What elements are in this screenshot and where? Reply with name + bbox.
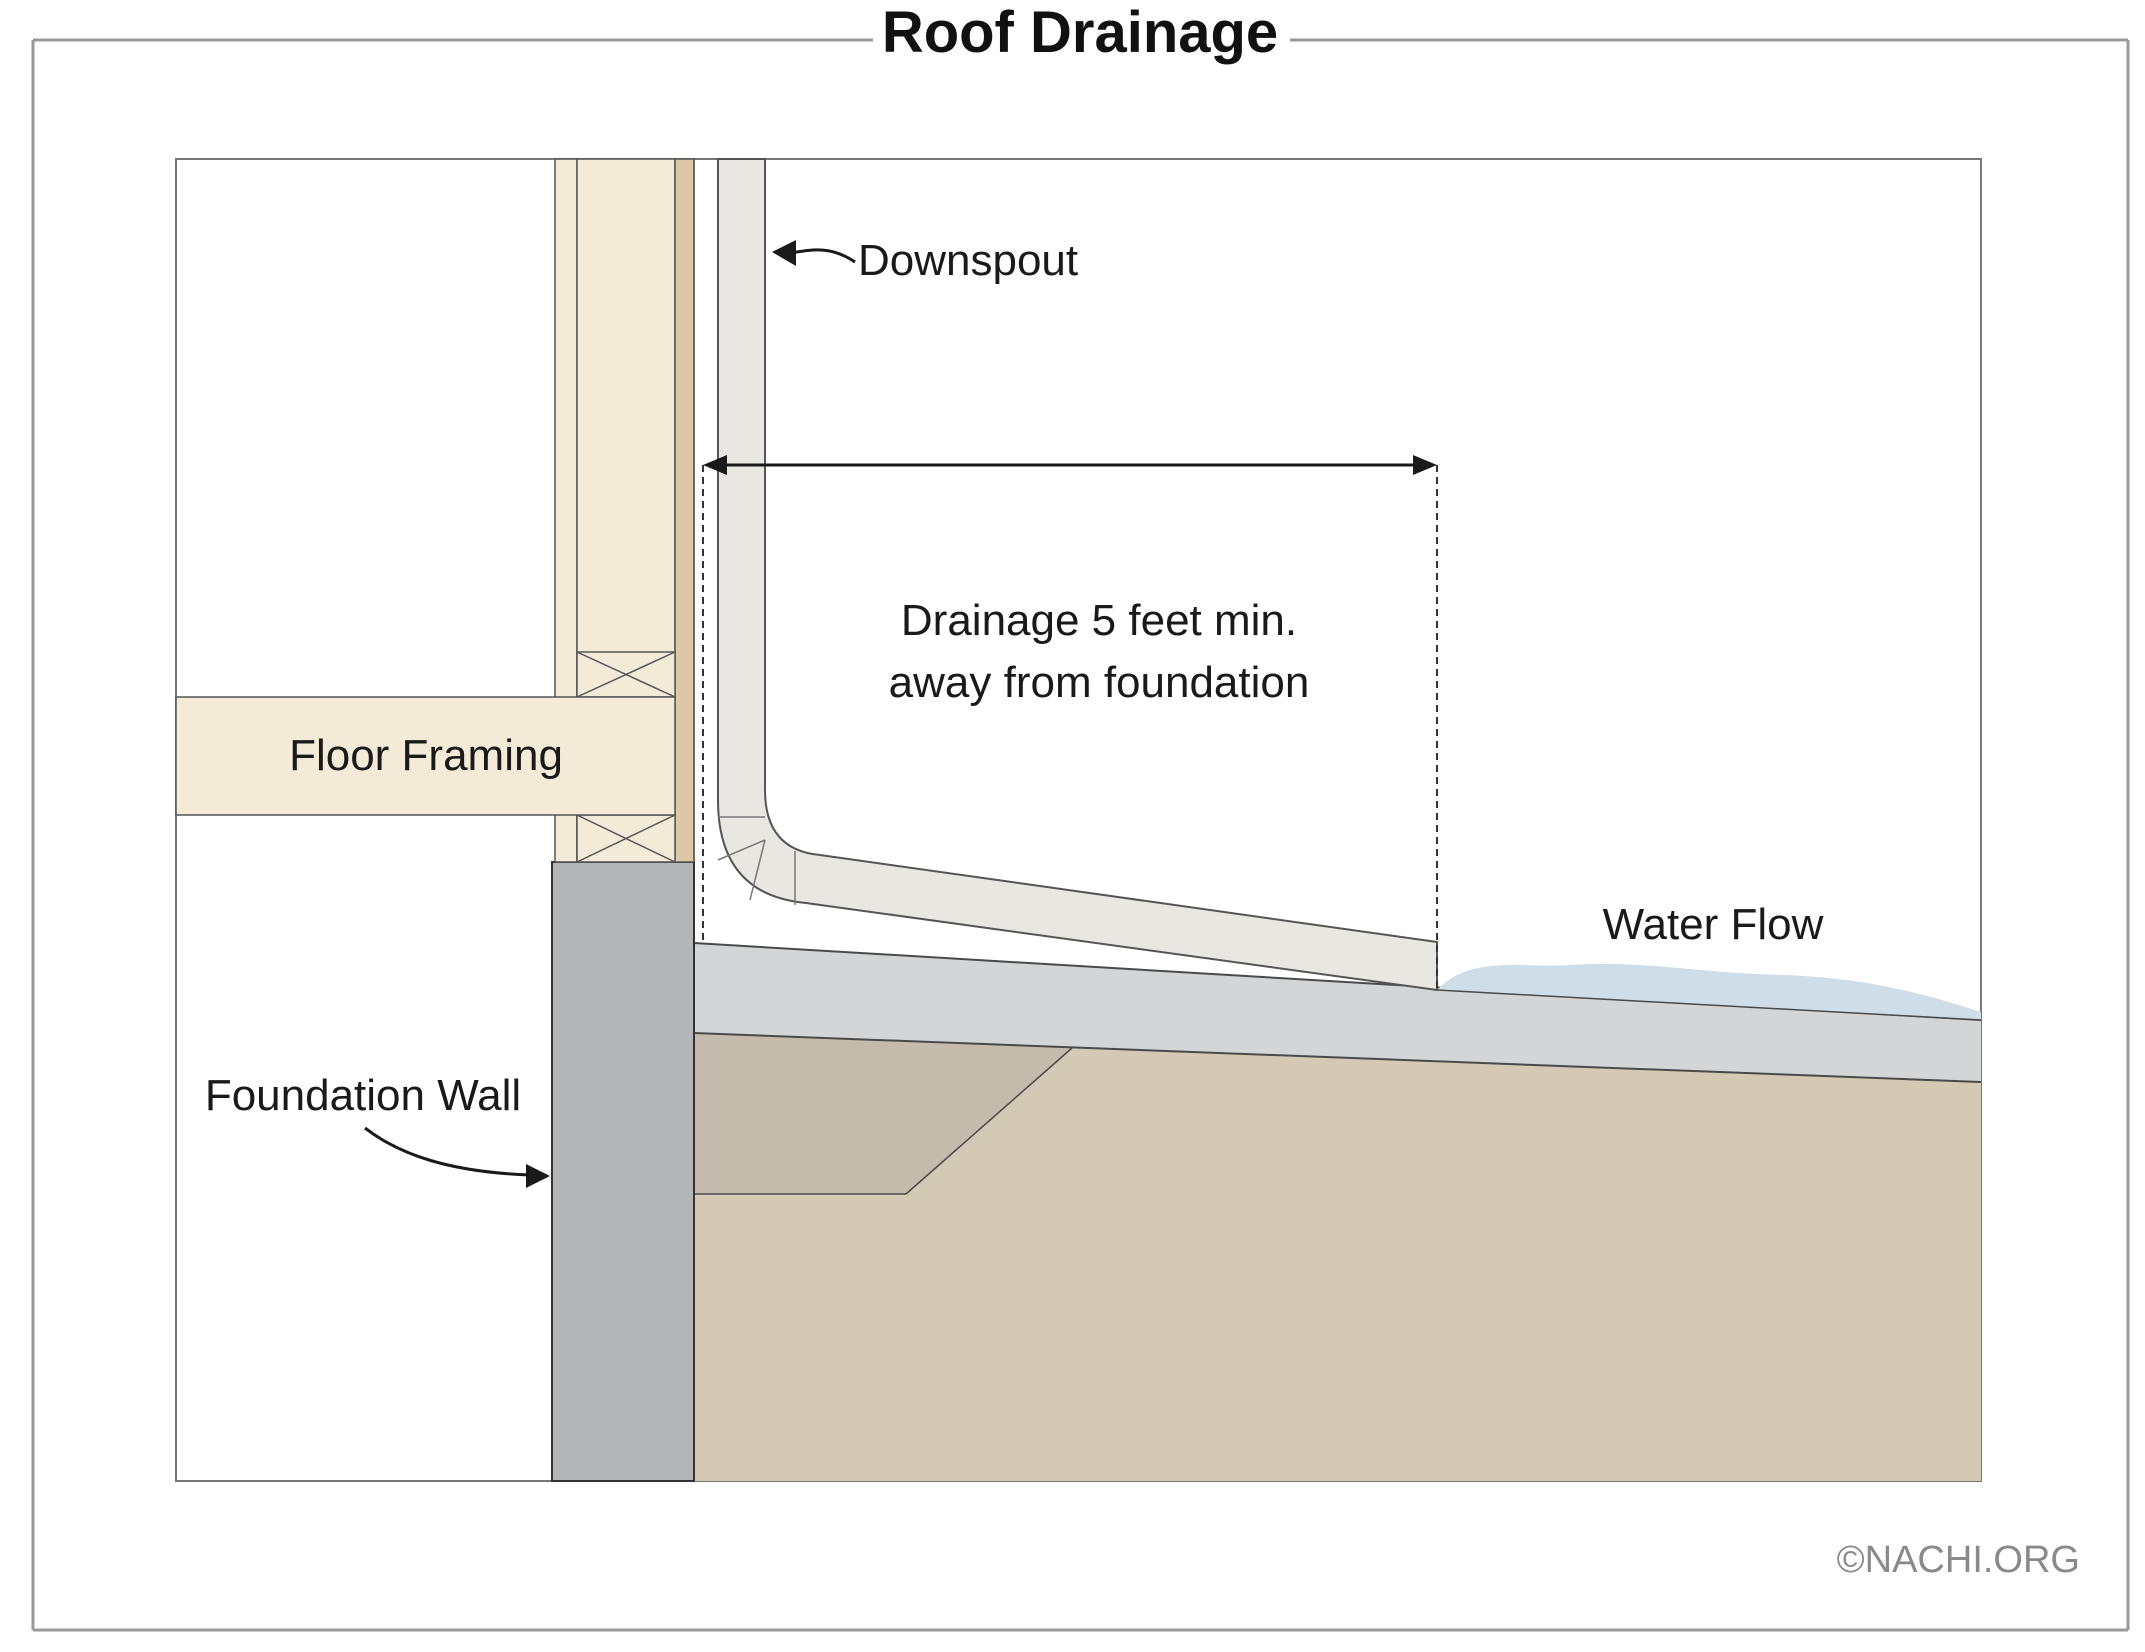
drainage-label-line2: away from foundation: [889, 658, 1310, 707]
water-flow-area: [1437, 963, 1981, 1020]
copyright-credit: ©NACHI.ORG: [1837, 1539, 2080, 1581]
floor-framing-label: Floor Framing: [289, 731, 563, 780]
downspout-label: Downspout: [858, 236, 1078, 285]
foundation-wall: [551, 861, 695, 1482]
foundation-wall-pointer-arrow: [364, 1126, 531, 1177]
soil: [694, 1033, 1981, 1481]
soil-backfill: [694, 1033, 1072, 1194]
dimension-arrow-right: [1413, 455, 1437, 475]
water-flow-label: Water Flow: [1603, 900, 1824, 949]
downspout-pipe: [717, 158, 1438, 992]
floor-framing-joist: [175, 696, 676, 816]
outer-frame: [31, 38, 2130, 1632]
drainage-dimension: [702, 455, 1438, 990]
sloped-grade-surface: [694, 943, 1981, 1082]
dimension-arrow-left: [703, 455, 727, 475]
diagram-title: Roof Drainage: [882, 0, 1278, 65]
drainage-label-line1: Drainage 5 feet min.: [901, 596, 1297, 645]
foundation-wall-label: Foundation Wall: [205, 1071, 521, 1120]
